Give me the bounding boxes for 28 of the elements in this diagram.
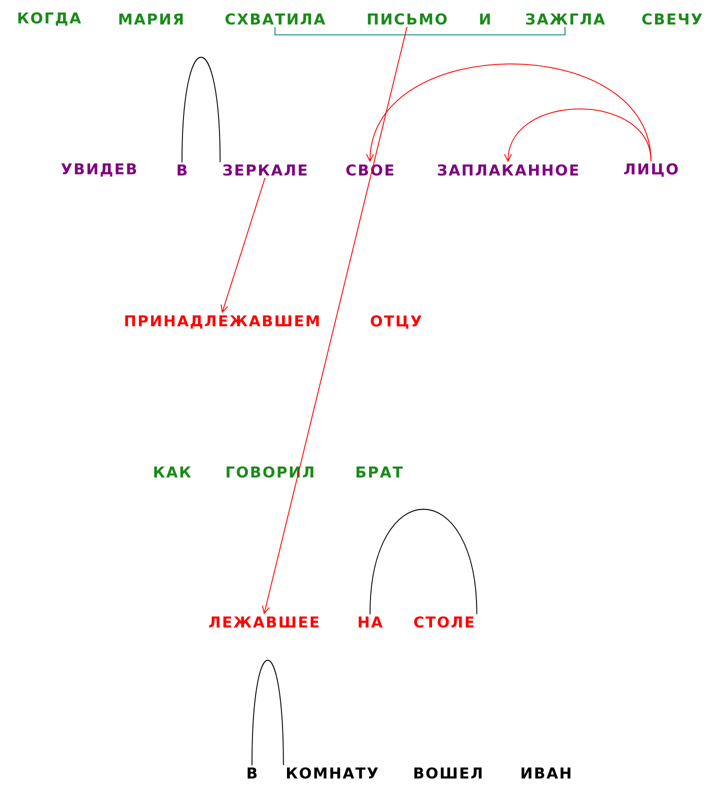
word: И (480, 14, 490, 24)
arc-arrow (366, 63, 652, 162)
word: КАК (154, 466, 191, 478)
word: КОГДА (18, 12, 81, 26)
word: В (178, 164, 187, 176)
word: КОМНАТУ (287, 767, 378, 779)
word: БРАТ (356, 466, 403, 478)
arrow (262, 26, 408, 614)
word: МАРИЯ (119, 14, 183, 24)
word: ПРИНАДЛЕЖАВШЕМ (125, 315, 319, 329)
bracket-line (274, 26, 566, 36)
word: ЛИЦО (624, 163, 678, 177)
word: В (248, 768, 257, 778)
arc-arrow (504, 108, 652, 162)
word: ОТЦУ (370, 315, 422, 329)
word: ВОШЕЛ (414, 767, 482, 779)
word: ЗАПЛАКАННОЕ (438, 164, 578, 176)
word: ИВАН (522, 768, 570, 778)
word: ЗАЖГЛА (526, 13, 605, 25)
word: НА (358, 616, 383, 628)
word: ПИСЬМО (368, 13, 447, 25)
word: СТОЛЕ (414, 616, 474, 628)
word: СХВАТИЛА (226, 13, 326, 25)
word: УВИДЕВ (61, 163, 136, 177)
word: ЛЕЖАВШЕЕ (209, 616, 318, 628)
word: СВЕЧУ (642, 13, 702, 25)
word: ЗЕРКАЛЕ (223, 164, 307, 176)
arrow (220, 177, 266, 314)
